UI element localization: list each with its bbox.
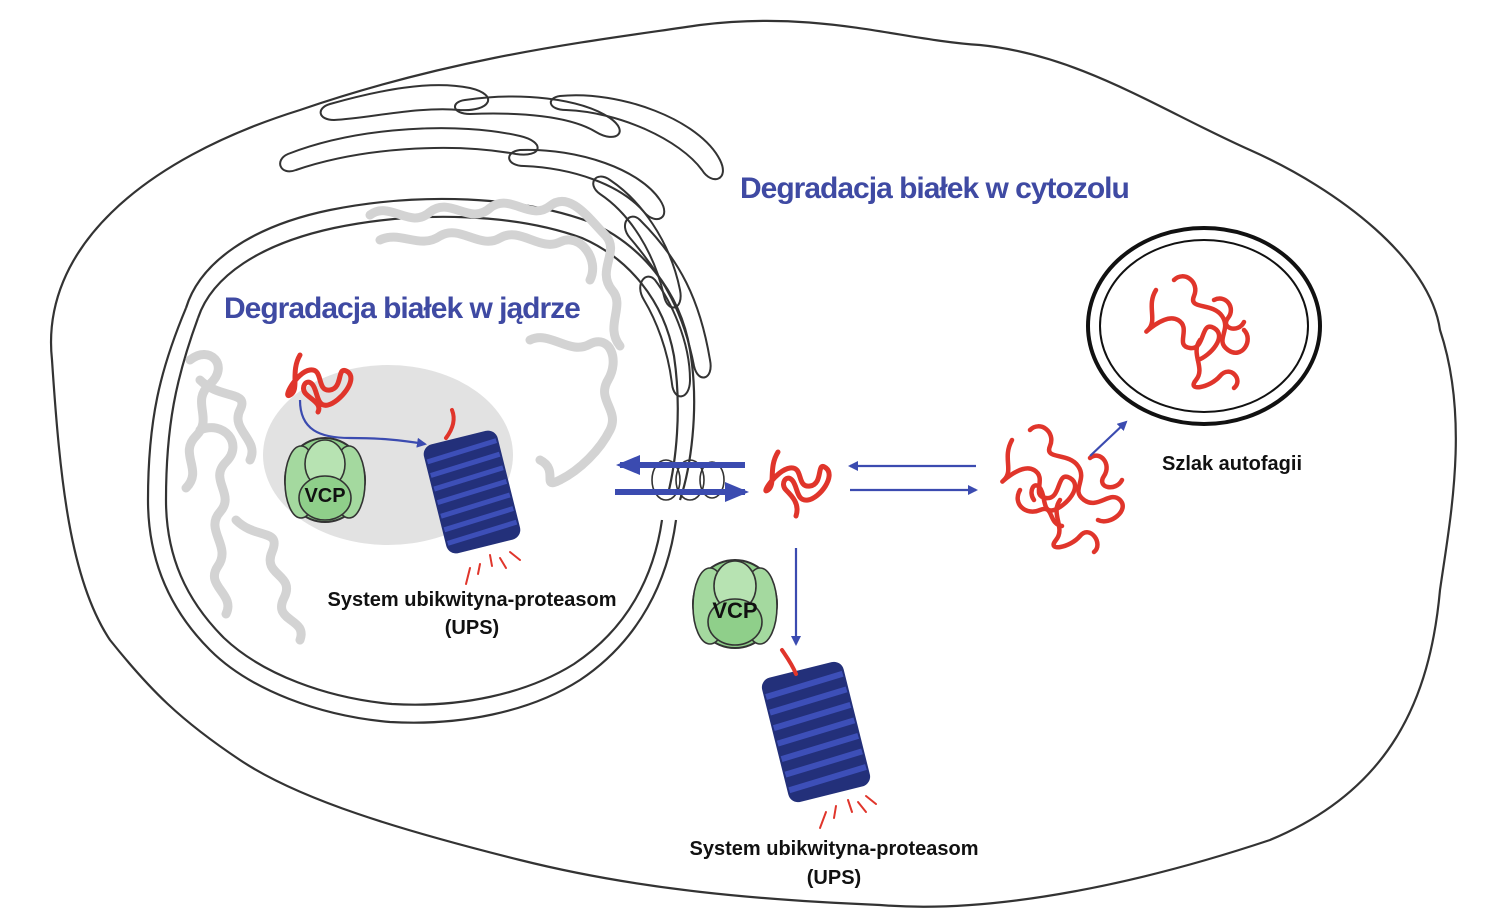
vcp-complex-icon: VCP (284, 437, 366, 523)
autophagy-arrow (1089, 420, 1128, 457)
ups-cytosol-label-line1: System ubikwityna-proteasom (690, 838, 979, 860)
nuclear-envelope (146, 197, 696, 724)
vcp-nucleus-label: VCP (304, 485, 345, 507)
vcp-cytosol-label: VCP (712, 598, 757, 623)
ups-cytosol-label-line2: (UPS) (807, 867, 861, 889)
chromatin (181, 196, 625, 645)
cytosol-peptide-fragments (819, 795, 877, 829)
cytosol-vcp-complex-icon: VCP (692, 559, 778, 649)
cytosol-substrate-tail (780, 648, 798, 676)
peptide-fragments (465, 551, 521, 585)
cytosol-proteasome-icon (761, 661, 871, 803)
autophagy-label: Szlak autofagii (1162, 453, 1302, 475)
aggregation-equilibrium-arrows (848, 461, 978, 495)
ups-nucleus-label-line1: System ubikwityna-proteasom (328, 589, 617, 611)
substrate-tail (444, 408, 456, 440)
cytosol-title: Degradacja białek w cytozolu (740, 172, 1129, 205)
protein-aggregate-icon (1000, 424, 1125, 555)
cell-membrane (49, 19, 1457, 908)
cytosol-misfolded-protein-icon (763, 449, 832, 519)
proteasome-icon (423, 430, 521, 554)
endoplasmic-reticulum (279, 84, 724, 398)
autophagosome-icon (1086, 226, 1322, 426)
pore-transport-arrows (615, 455, 749, 502)
nucleus-degradation-arrow (298, 399, 427, 448)
nucleus-title: Degradacja białek w jądrze (224, 292, 580, 325)
misfolded-protein-icon (285, 352, 354, 415)
ups-nucleus-label-line2: (UPS) (445, 617, 499, 639)
